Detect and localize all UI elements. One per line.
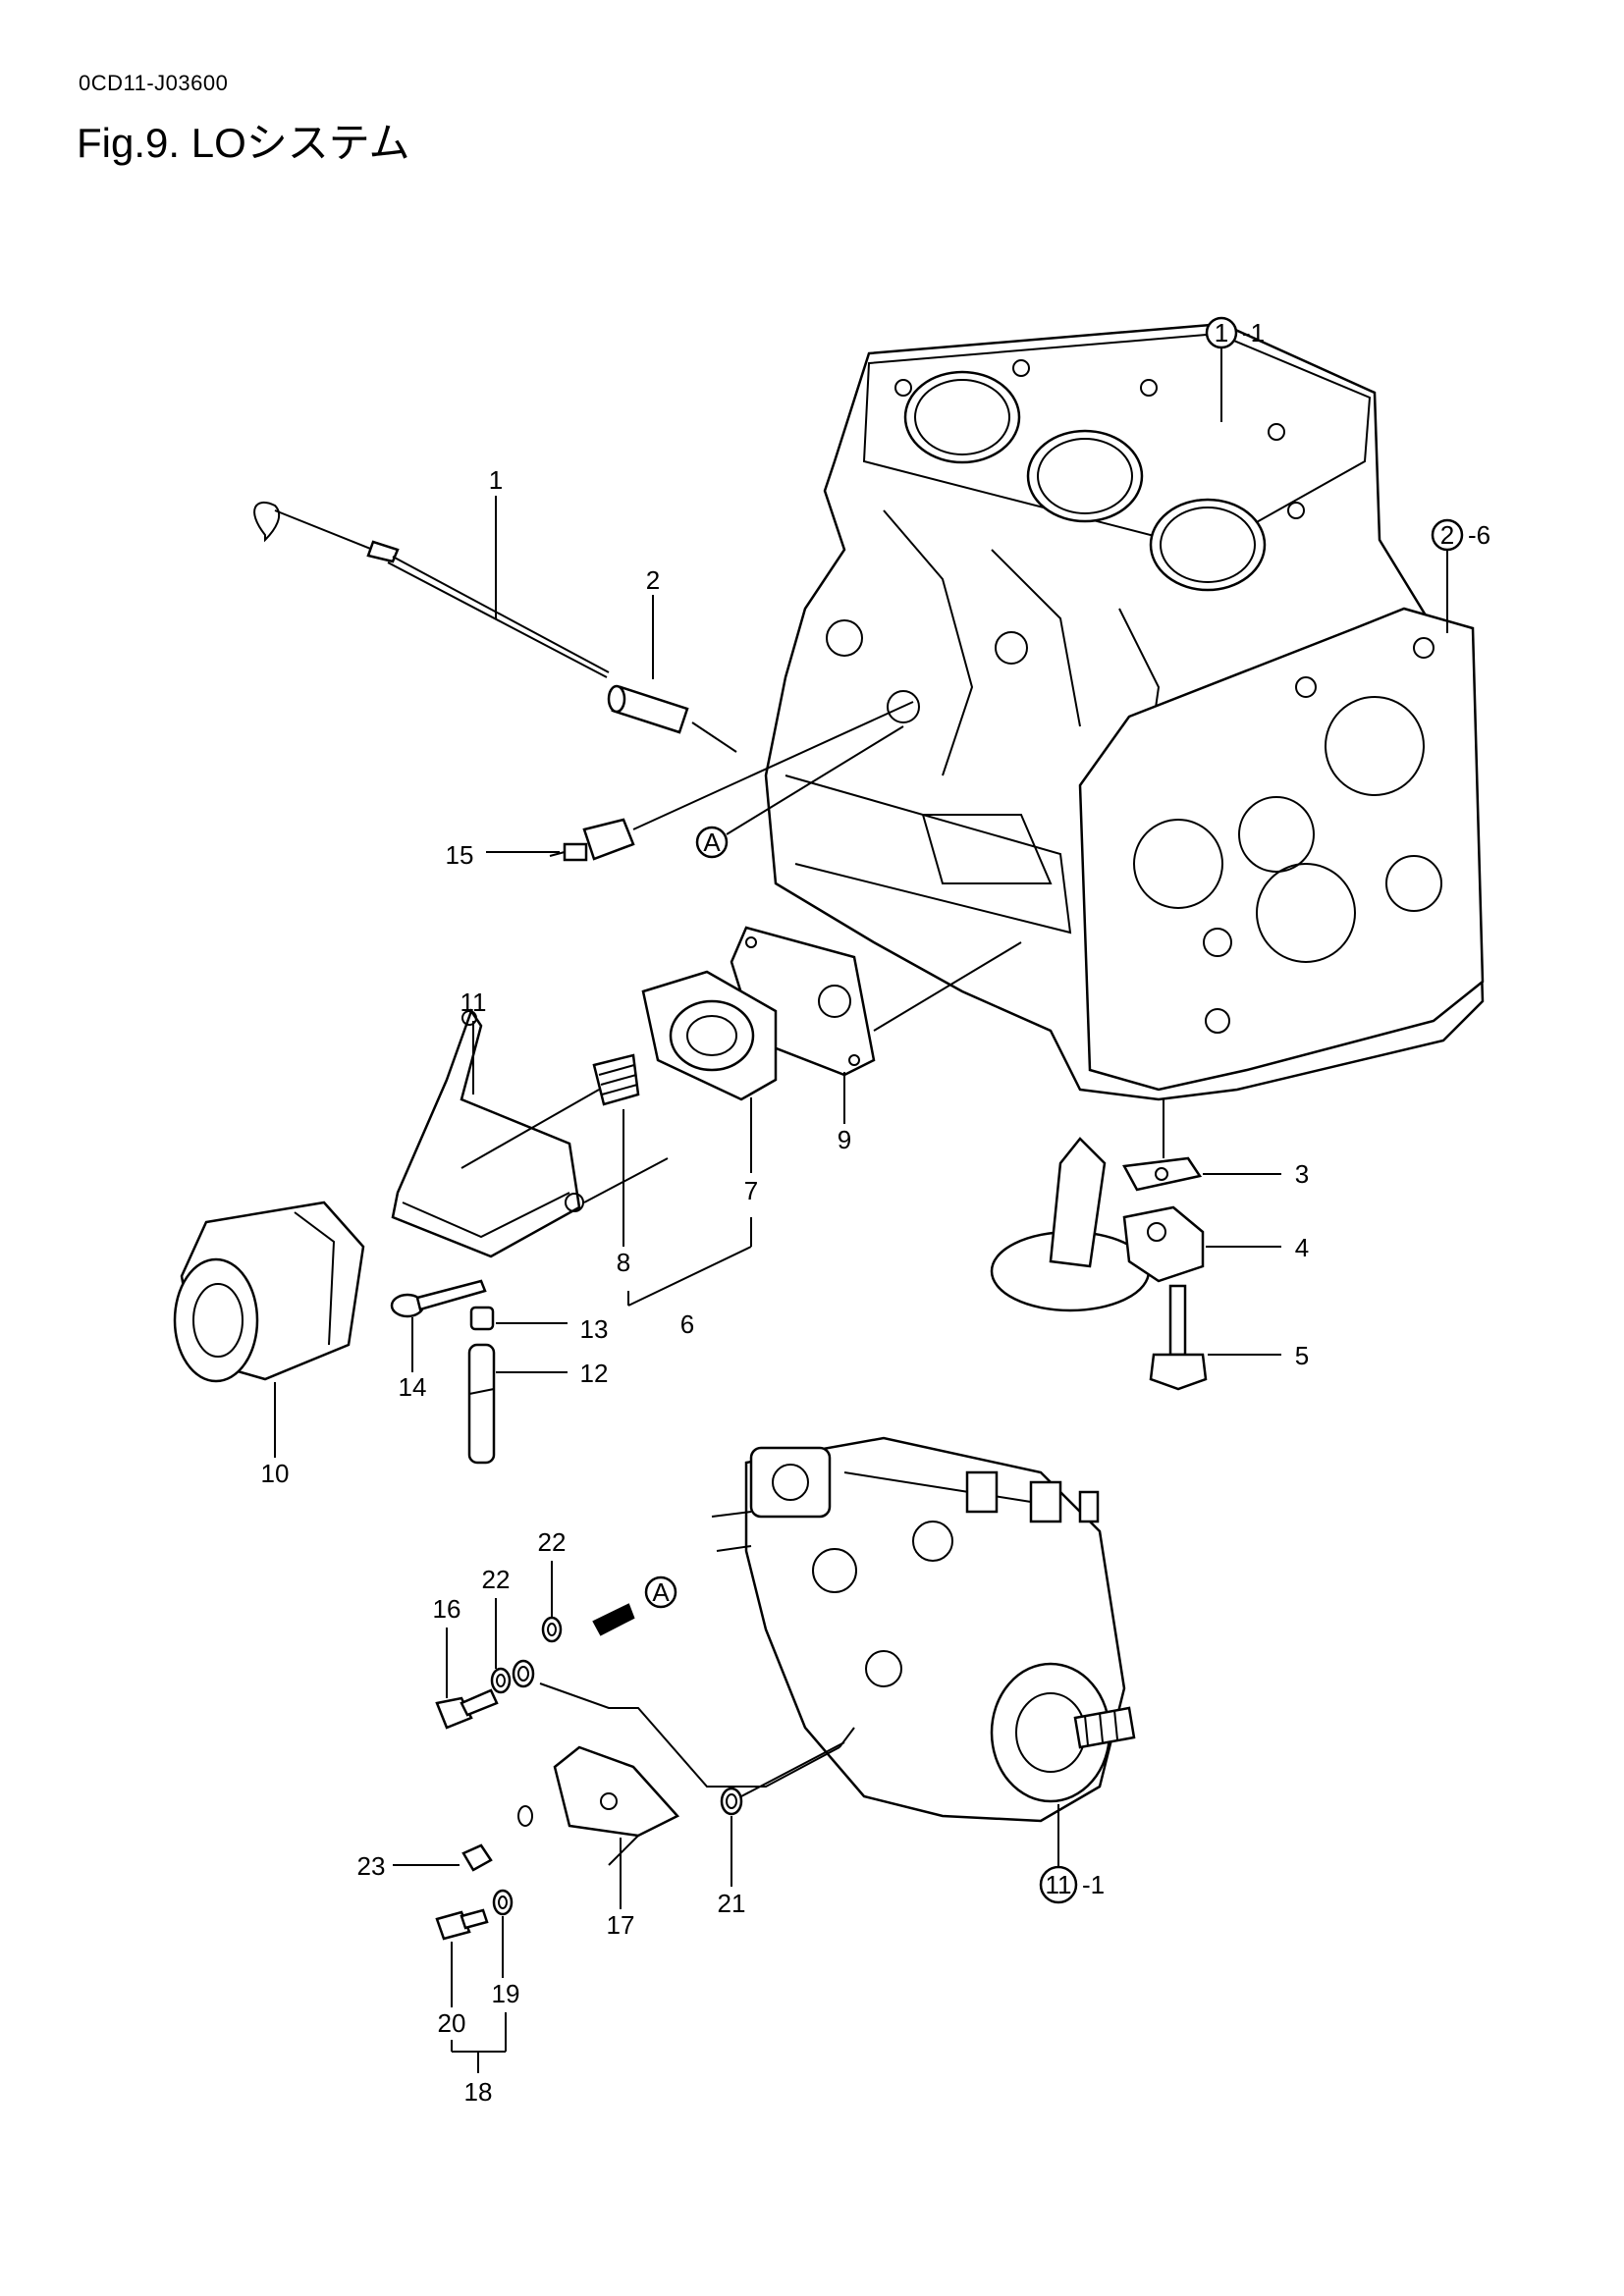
oil-pressure-switch-part (549, 818, 635, 862)
svg-text:-1: -1 (1082, 1870, 1105, 1899)
cylinder-block-illustration (764, 322, 1485, 1101)
plate-part (391, 1008, 584, 1258)
svg-text:-6: -6 (1468, 520, 1490, 550)
callout-5: 5 (1295, 1341, 1309, 1370)
strainer-flange-part (1122, 1205, 1205, 1283)
gear-plate-reference: 2 -6 (1431, 518, 1490, 633)
marker-a-upper: A (695, 725, 904, 859)
callout-22-right: 22 (538, 1527, 567, 1557)
bolt-14-part (390, 1279, 487, 1318)
svg-text:1: 1 (1215, 318, 1228, 347)
injection-pump-illustration (711, 1436, 1136, 1823)
washer-22b-part (512, 1616, 563, 1688)
callout-12: 12 (580, 1359, 609, 1388)
pipe-12-part (467, 1343, 496, 1465)
figure-title: Fig.9. LOシステム (77, 120, 410, 166)
callout-22-left: 22 (482, 1565, 511, 1594)
svg-text:A: A (652, 1577, 670, 1607)
svg-text:11: 11 (1046, 1870, 1072, 1899)
injection-pump-reference: 11 -1 (1039, 1804, 1105, 1904)
callout-19: 19 (492, 1979, 520, 2008)
callout-11: 11 (460, 988, 487, 1017)
callout-21: 21 (718, 1889, 746, 1918)
callout-8: 8 (617, 1248, 630, 1277)
callout-20: 20 (438, 2008, 466, 2038)
callout-14: 14 (399, 1372, 427, 1402)
callout-2: 2 (646, 565, 660, 595)
svg-text:A: A (703, 828, 721, 857)
callout-3: 3 (1295, 1159, 1309, 1189)
callout-1: 1 (489, 465, 503, 495)
callout-15: 15 (446, 840, 474, 870)
bolt-16-part (435, 1688, 499, 1730)
oil-filter-part (173, 1201, 365, 1383)
callout-6: 6 (680, 1309, 694, 1339)
svg-text:-1: -1 (1242, 318, 1265, 347)
sleeve-13-part (469, 1306, 495, 1331)
svg-text:2: 2 (1440, 520, 1454, 550)
callout-13: 13 (580, 1314, 609, 1344)
document-code: 0CD11-J03600 (79, 71, 229, 95)
nipple-part (592, 1053, 640, 1106)
callout-7: 7 (744, 1176, 758, 1205)
washer-19-part (492, 1889, 514, 1916)
bolt-20-part (435, 1908, 489, 1941)
strainer-gasket-part (1122, 1156, 1203, 1192)
callout-17: 17 (607, 1910, 635, 1940)
callout-4: 4 (1295, 1233, 1309, 1262)
strainer-part (990, 1137, 1151, 1312)
dipstick-part (253, 501, 610, 678)
bolt-5-part (1149, 1284, 1208, 1391)
callout-9: 9 (838, 1125, 851, 1154)
pipe-part (607, 684, 689, 734)
callout-16: 16 (433, 1594, 461, 1624)
filter-bracket-part (641, 970, 778, 1101)
washer-22a-part (490, 1667, 512, 1694)
marker-a-lower: A (592, 1575, 677, 1636)
callout-18: 18 (464, 2077, 493, 2107)
washer-21-part (720, 1787, 743, 1816)
block-assembly-reference: 1 -1 (1205, 316, 1265, 422)
callout-10: 10 (261, 1459, 290, 1488)
nut-23-part (461, 1805, 533, 1872)
callout-23: 23 (357, 1851, 386, 1881)
